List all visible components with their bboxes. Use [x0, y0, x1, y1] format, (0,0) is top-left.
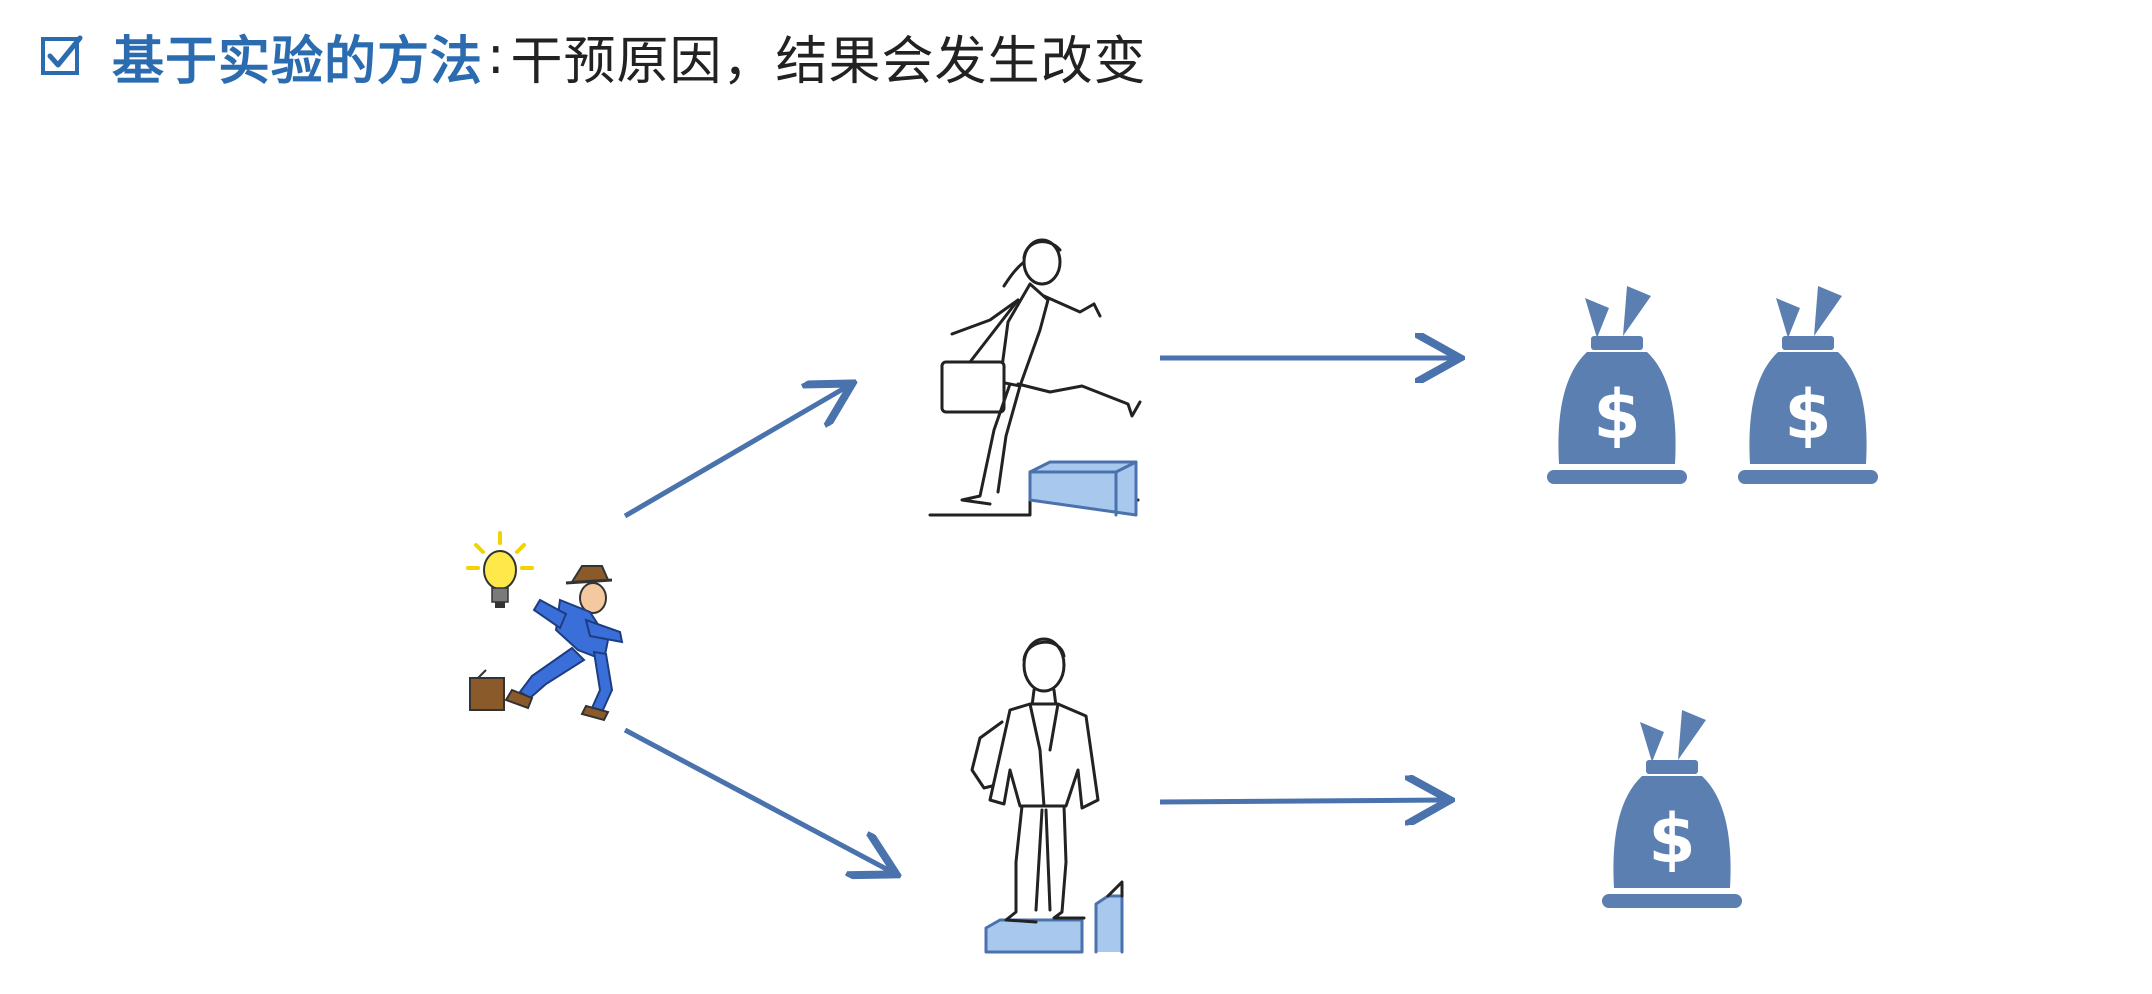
standing-person-icon	[970, 637, 1124, 954]
title-separator: :	[487, 26, 505, 86]
page-title: 基于实验的方法 : 干预原因，结果会发生改变	[40, 16, 1147, 96]
arrow-bottom-outcome	[1159, 800, 1445, 802]
climbing-person-icon	[928, 238, 1142, 517]
moneybag-icon	[1738, 286, 1878, 484]
lightbulb-icon	[466, 531, 534, 608]
moneybag-icon	[1547, 286, 1687, 484]
title-rest-text: 干预原因，结果会发生改变	[510, 31, 1147, 92]
running-man-icon	[455, 520, 625, 730]
moneybag-icon	[1602, 710, 1742, 908]
arrow-to-top-branch	[623, 386, 848, 519]
checkbox-checked-icon	[41, 35, 83, 75]
arrow-to-bottom-branch	[623, 727, 892, 872]
title-bold-text: 基于实验的方法	[112, 31, 484, 92]
